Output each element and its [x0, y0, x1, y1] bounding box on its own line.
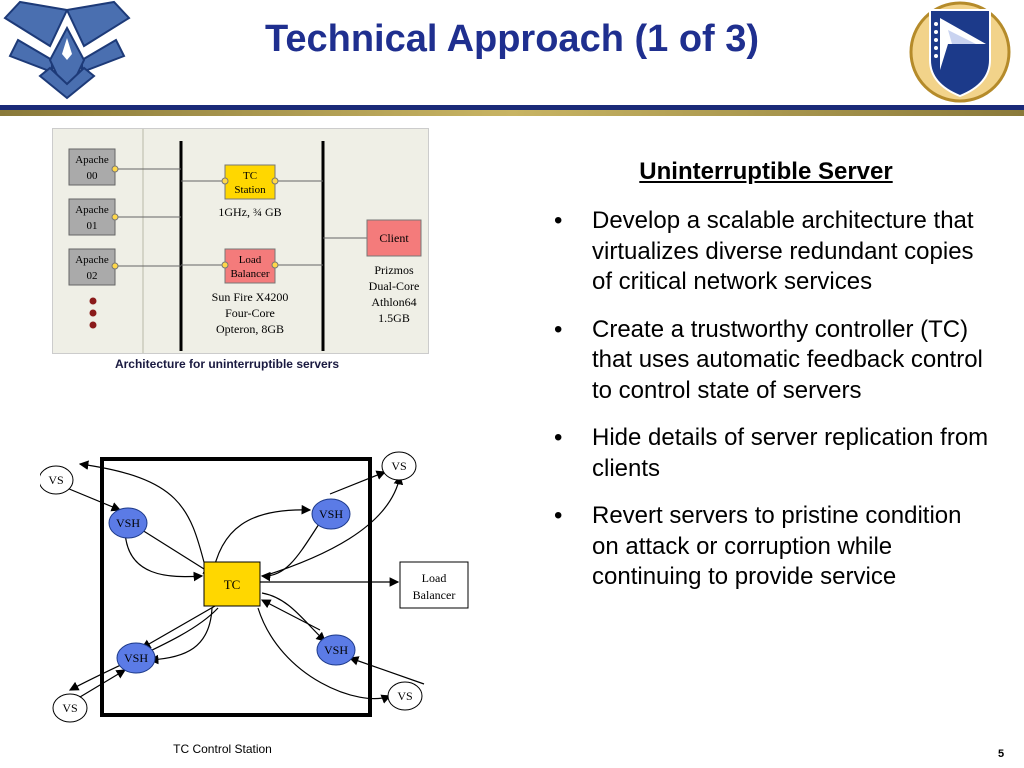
apache-node-label: Apache: [75, 204, 109, 216]
apache-node-label: Apache: [75, 254, 109, 266]
bullet-marker: •: [554, 315, 563, 343]
client-spec-1: Prizmos: [374, 263, 414, 277]
tc-station-node: TC Station 1GHz, ¾ GB: [181, 164, 323, 219]
load-balancer-line2: Balancer: [230, 268, 269, 280]
load-balancer-spec-2: Four-Core: [225, 306, 275, 320]
load-balancer-line1: Load: [239, 254, 262, 266]
bullet-text: Revert servers to pristine condition on …: [592, 502, 962, 590]
tc-diagram-caption: TC Control Station: [173, 742, 272, 756]
load-balancer-line2: Balancer: [413, 588, 456, 602]
air-force-wings-logo: [0, 0, 135, 104]
apache-node-label: Apache: [75, 154, 109, 166]
bullet-text: Create a trustworthy controller (TC) tha…: [592, 315, 983, 404]
client-spec-2: Dual-Core: [369, 279, 420, 293]
client-label: Client: [379, 231, 409, 245]
vsh-label: VSH: [116, 516, 140, 530]
apache-node-00: Apache 00: [68, 148, 181, 186]
bullet-text: Hide details of server replication from …: [592, 424, 989, 482]
load-balancer-spec-3: Opteron, 8GB: [216, 322, 284, 336]
bullet-list: • Develop a scalable architecture that vi…: [550, 206, 990, 610]
vsh-node-top-left: [108, 507, 148, 539]
client-spec-3: Athlon64: [371, 295, 416, 309]
client-node: Client Prizmos Dual-Core Athlon64 1.5GB: [323, 219, 422, 325]
vsh-label: VSH: [324, 643, 348, 657]
apache-node-01: Apache 01: [68, 198, 181, 236]
vs-node-top-right: [381, 451, 417, 481]
tc-node: [203, 561, 261, 607]
vs-node-bottom-right: [387, 681, 423, 711]
page-title: Technical Approach (1 of 3): [264, 18, 760, 60]
tc-node-label: TC: [224, 577, 241, 592]
bullet-marker: •: [554, 424, 563, 451]
vs-label: VS: [62, 701, 77, 715]
page-number: 5: [998, 748, 1005, 760]
vsh-node-bottom-left: [116, 642, 156, 674]
apache-node-02: Apache 02: [68, 248, 181, 286]
load-balancer-spec-1: Sun Fire X4200: [212, 290, 289, 304]
tc-station-line1: TC: [243, 170, 257, 182]
vsh-node-bottom-right: [316, 634, 356, 666]
vs-label: VS: [391, 459, 406, 473]
section-heading: Uninterruptible Server: [639, 158, 893, 185]
bullet-item: • Hide details of server replication from…: [550, 423, 990, 484]
header-rule-gold: [0, 110, 1024, 116]
architecture-caption: Architecture for uninterruptible servers: [114, 357, 340, 371]
afrl-shield-logo: [908, 0, 1012, 104]
vs-node-bottom-left: [52, 693, 88, 723]
apache-node-id: 01: [87, 220, 98, 232]
vsh-label: VSH: [124, 651, 148, 665]
vs-label: VS: [48, 473, 63, 487]
vs-label: VS: [397, 689, 412, 703]
load-balancer-box: [399, 561, 469, 609]
tc-station-spec: 1GHz, ¾ GB: [218, 205, 281, 219]
client-spec-4: 1.5GB: [378, 311, 410, 325]
bullet-item: • Revert servers to pristine condition on…: [550, 501, 990, 593]
header-rule-blue: [0, 105, 1024, 110]
tc-control-diagram: TC VSH VSH VSH VSH VS VS VS VS Load Bala…: [38, 448, 480, 733]
bullet-marker: •: [554, 502, 563, 529]
bullet-item: • Create a trustworthy controller (TC) th…: [550, 315, 990, 407]
bullet-item: • Develop a scalable architecture that vi…: [550, 206, 990, 298]
tc-station-line2: Station: [234, 184, 266, 196]
load-balancer-node: Load Balancer Sun Fire X4200 Four-Core O…: [181, 248, 323, 336]
load-balancer-line1: Load: [422, 571, 447, 585]
bullet-text: Develop a scalable architecture that vir…: [592, 207, 974, 295]
architecture-figure: Apache 00 Apache 01 Apache 02: [52, 128, 429, 354]
apache-node-id: 02: [87, 270, 98, 282]
vsh-node-top-right: [311, 498, 351, 530]
apache-node-id: 00: [87, 170, 99, 182]
vsh-label: VSH: [319, 507, 343, 521]
tc-boundary-box: [100, 457, 372, 717]
more-nodes-ellipsis: [89, 297, 97, 329]
bullet-marker: •: [554, 207, 563, 234]
